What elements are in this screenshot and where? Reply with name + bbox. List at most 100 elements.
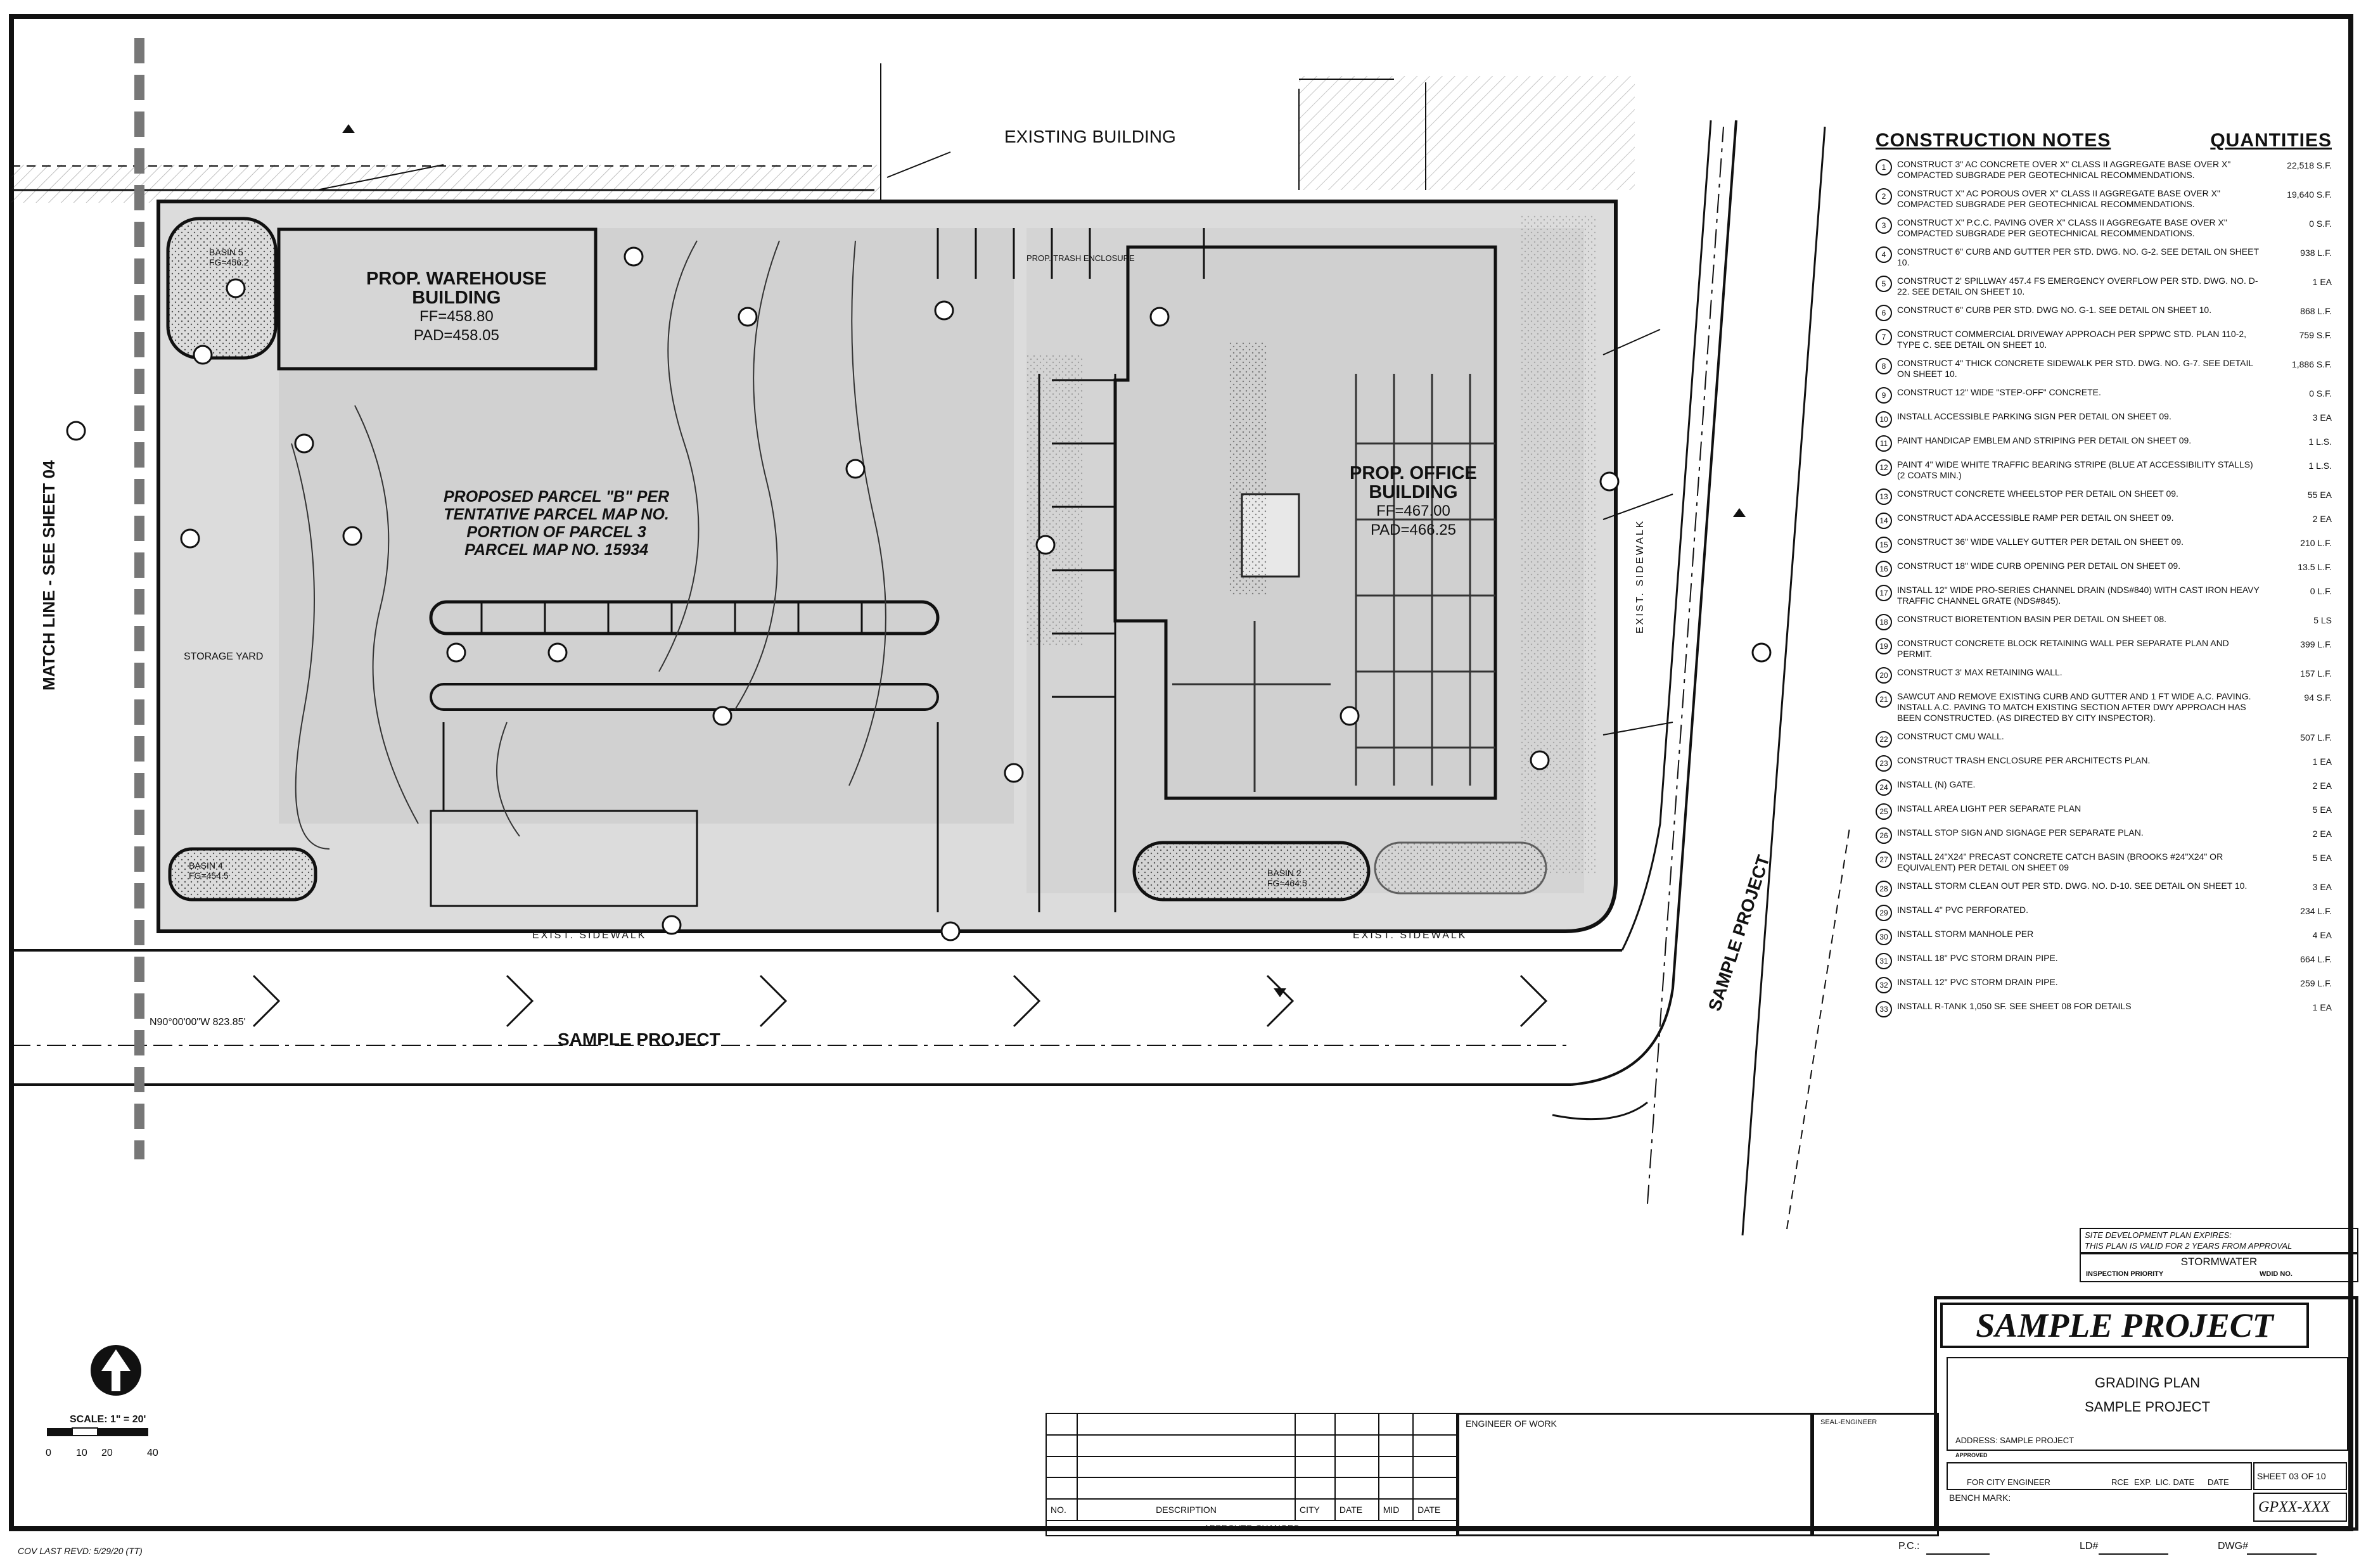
- note-text: CONSTRUCT TRASH ENCLOSURE PER ARCHITECTS…: [1897, 755, 2151, 765]
- seal-label: SEAL-ENGINEER: [1820, 1418, 1877, 1426]
- col-description: DESCRIPTION: [1077, 1498, 1296, 1521]
- bench-mark-label: BENCH MARK:: [1949, 1493, 2011, 1503]
- note-number: 13: [1876, 488, 1892, 505]
- dwg-label: DWG#: [2218, 1541, 2248, 1552]
- dwg-number: GPXX-XXX: [2258, 1499, 2331, 1515]
- note-quantity: 22,518 S.F.: [2287, 160, 2332, 170]
- note-quantity: 2 EA: [2312, 781, 2332, 791]
- note-number: 32: [1876, 977, 1892, 993]
- note-number: 1: [1876, 159, 1892, 175]
- col-date: DATE: [1334, 1498, 1379, 1521]
- date-label: DATE: [2208, 1477, 2229, 1487]
- plan-name: GRADING PLAN: [2094, 1375, 2201, 1391]
- note-text: INSTALL 12" WIDE PRO-SERIES CHANNEL DRAI…: [1897, 585, 2260, 606]
- note-quantity: 1 EA: [2312, 1002, 2332, 1012]
- scale-tick: 0: [46, 1448, 51, 1458]
- approved-changes-footer: APPROVED CHANGES: [1046, 1519, 1457, 1537]
- note-quantity: 5 EA: [2312, 805, 2332, 815]
- note-text: INSTALL 12" PVC STORM DRAIN PIPE.: [1897, 977, 2058, 987]
- note-number: 28: [1876, 881, 1892, 897]
- title-block: [1934, 1296, 2358, 1531]
- parcel-note-line: TENTATIVE PARCEL MAP NO.: [444, 506, 669, 523]
- note-quantity: 0 L.F.: [2310, 586, 2332, 596]
- note-text: INSTALL ACCESSIBLE PARKING SIGN PER DETA…: [1897, 411, 2171, 421]
- note-number: 26: [1876, 827, 1892, 844]
- note-quantity: 938 L.F.: [2300, 248, 2332, 258]
- note-text: PAINT 4" WIDE WHITE TRAFFIC BEARING STRI…: [1897, 459, 2253, 480]
- pc-line: [1926, 1553, 1990, 1555]
- note-number: 27: [1876, 851, 1892, 868]
- note-quantity: 3 EA: [2312, 882, 2332, 892]
- warehouse-name: PROP. WAREHOUSE: [366, 269, 547, 289]
- note-quantity: 94 S.F.: [2304, 692, 2332, 703]
- note-text: CONSTRUCT COMMERCIAL DRIVEWAY APPROACH P…: [1897, 329, 2247, 350]
- lic-date-label: LIC. DATE: [2156, 1477, 2195, 1487]
- basin-2-label: BASIN 2 FG=464.5: [1267, 868, 1307, 888]
- existing-building-hatch: [11, 165, 881, 203]
- address-label: ADDRESS: SAMPLE PROJECT: [1955, 1436, 2075, 1445]
- note-number: 31: [1876, 953, 1892, 969]
- project-title: SAMPLE PROJECT: [1940, 1303, 2309, 1348]
- note-number: 5: [1876, 276, 1892, 292]
- note-text: CONSTRUCT ADA ACCESSIBLE RAMP PER DETAIL…: [1897, 513, 2174, 523]
- note-number: 11: [1876, 435, 1892, 452]
- note-number: 19: [1876, 638, 1892, 654]
- quantities-title: QUANTITIES: [2210, 130, 2332, 151]
- note-text: CONSTRUCT 18" WIDE CURB OPENING PER DETA…: [1897, 561, 2181, 571]
- match-line-label: MATCH LINE - SEE SHEET 04: [39, 460, 58, 691]
- note-number: 22: [1876, 731, 1892, 748]
- note-quantity: 13.5 L.F.: [2298, 562, 2332, 572]
- pc-label: P.C.:: [1898, 1541, 1920, 1552]
- note-text: INSTALL 4" PVC PERFORATED.: [1897, 905, 2028, 915]
- note-quantity: 507 L.F.: [2300, 732, 2332, 743]
- note-text: CONSTRUCT CONCRETE BLOCK RETAINING WALL …: [1897, 638, 2229, 659]
- plan-expires: SITE DEVELOPMENT PLAN EXPIRES:: [2085, 1230, 2232, 1240]
- note-number: 20: [1876, 667, 1892, 684]
- note-text: INSTALL 24"X24" PRECAST CONCRETE CATCH B…: [1897, 851, 2223, 872]
- scale-bar: SCALE: 1" = 20' 0 10 20 40: [46, 1414, 198, 1459]
- note-number: 30: [1876, 929, 1892, 945]
- note-quantity: 1,886 S.F.: [2291, 359, 2332, 369]
- rce-label: RCE: [2111, 1477, 2129, 1487]
- office-building: [1113, 245, 1497, 800]
- parcel-note-line: PARCEL MAP NO. 15934: [464, 541, 649, 559]
- note-number: 21: [1876, 691, 1892, 708]
- note-text: INSTALL STORM MANHOLE PER: [1897, 929, 2034, 939]
- note-quantity: 259 L.F.: [2300, 978, 2332, 988]
- note-text: PAINT HANDICAP EMBLEM AND STRIPING PER D…: [1897, 435, 2192, 445]
- title-inner-box: GRADING PLAN SAMPLE PROJECT ADDRESS: SAM…: [1947, 1357, 2348, 1451]
- note-text: INSTALL R-TANK 1,050 SF. SEE SHEET 08 FO…: [1897, 1001, 2132, 1011]
- exp-label: EXP.: [2134, 1477, 2152, 1487]
- office-name: PROP. OFFICE: [1350, 463, 1477, 483]
- note-text: INSTALL 18" PVC STORM DRAIN PIPE.: [1897, 953, 2058, 963]
- basin-2-fg: FG=464.5: [1267, 878, 1307, 888]
- approval-signature-box: FOR CITY ENGINEER RCE EXP. LIC. DATE DAT…: [1947, 1462, 2252, 1490]
- cov-revision-label: COV LAST REVD: 5/29/20 (TT): [18, 1546, 143, 1556]
- approved-changes-table: NO. DESCRIPTION CITY DATE MID DATE APPRO…: [1046, 1413, 1457, 1537]
- col-no: NO.: [1046, 1498, 1078, 1521]
- note-text: CONSTRUCT 12" WIDE "STEP-OFF" CONCRETE.: [1897, 387, 2101, 397]
- note-number: 25: [1876, 803, 1892, 820]
- note-text: CONSTRUCT 4" THICK CONCRETE SIDEWALK PER…: [1897, 358, 2253, 379]
- office-name-2: BUILDING: [1369, 482, 1458, 502]
